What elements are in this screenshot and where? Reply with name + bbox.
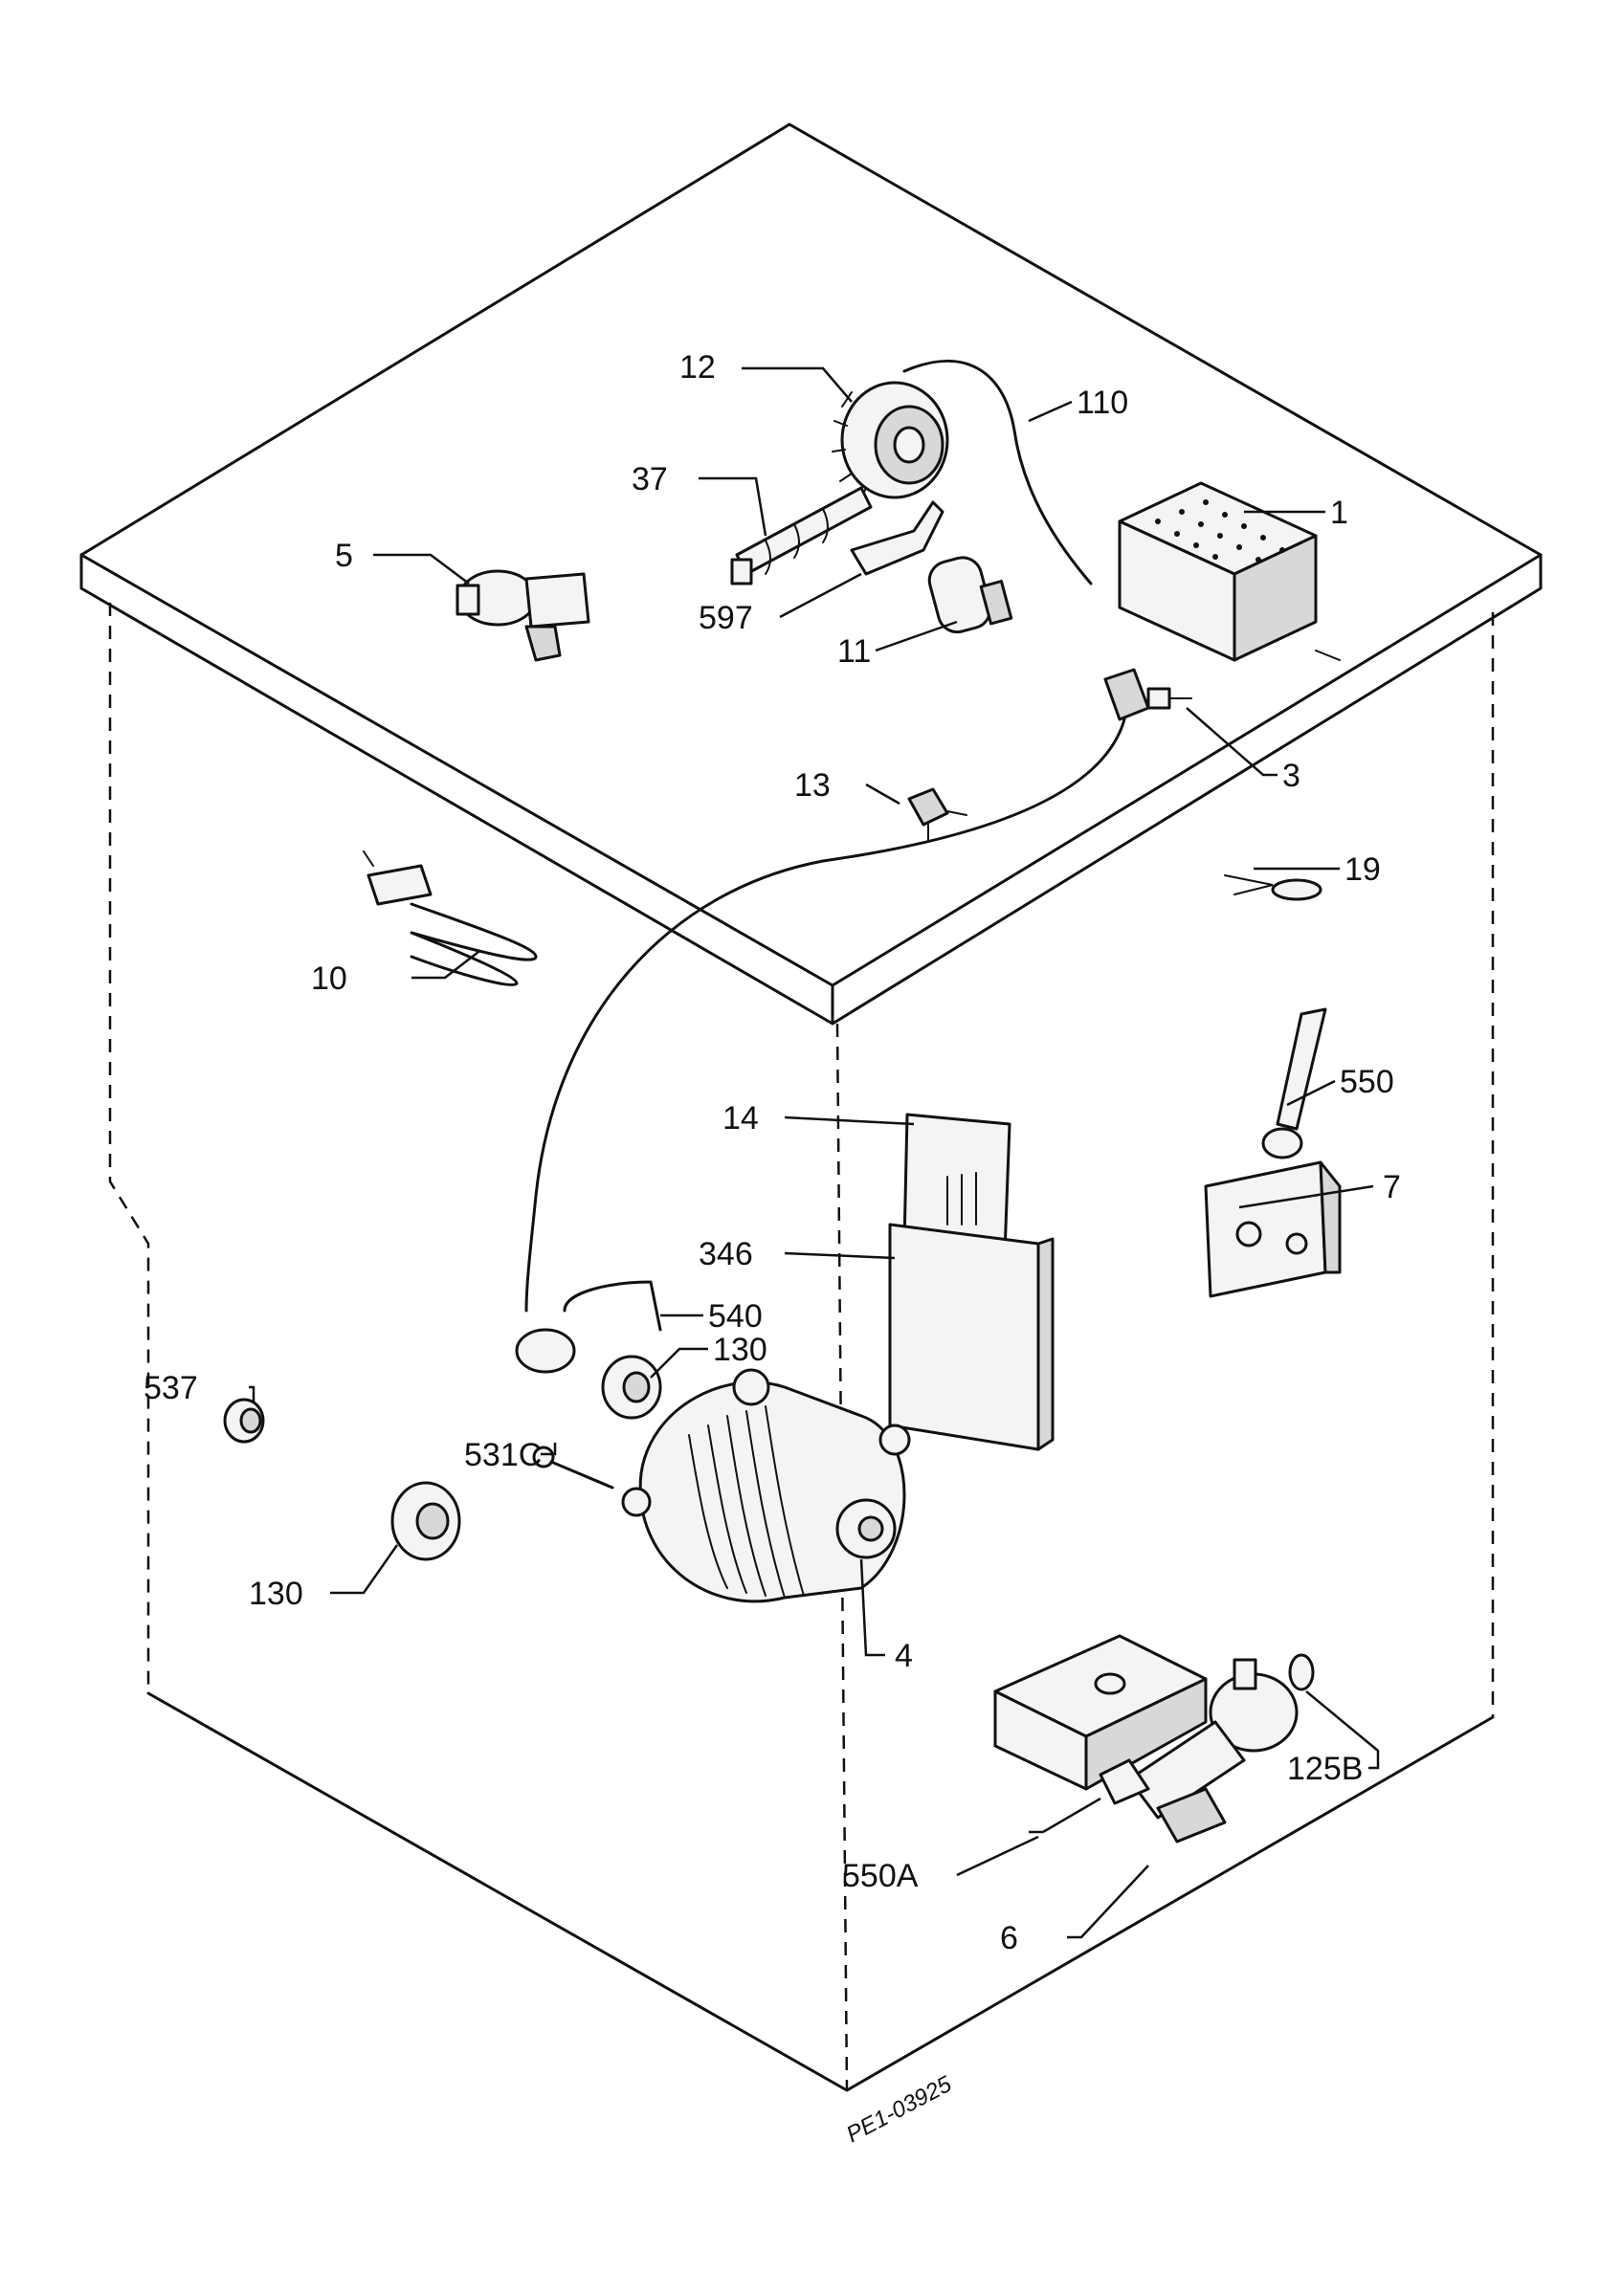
part-labels: 1 3 4 5 6 7 10 11 12 13 14 19 37 110 125… [144,349,1401,1956]
part-1-timer [1118,481,1341,662]
label-346: 346 [699,1236,753,1272]
part-19-sensor [1224,874,1322,901]
part-531c-screw [532,1446,614,1490]
part-4-motor [621,1368,911,1603]
label-550a: 550A [842,1858,919,1894]
label-130-lower: 130 [249,1576,303,1612]
label-3: 3 [1282,758,1300,794]
label-125b: 125B [1287,1751,1363,1787]
label-1: 1 [1330,495,1348,531]
label-597: 597 [699,600,753,636]
label-550: 550 [1340,1064,1394,1100]
part-540-clip [563,1280,662,1332]
part-130-lower-grommet [390,1481,461,1561]
label-4: 4 [895,1638,913,1674]
label-12: 12 [679,349,716,386]
part-3-switch [1103,668,1192,721]
cable-plug [515,1328,576,1374]
label-19: 19 [1344,851,1381,888]
part-125b-seal [1288,1653,1315,1691]
label-11: 11 [837,633,871,670]
label-14: 14 [722,1100,759,1137]
part-10-heater [363,850,538,986]
label-6: 6 [1000,1920,1018,1956]
part-6-drain-pump [1099,1658,1299,1843]
part-12-pressure-switch [832,381,949,503]
part-110-cable [902,360,1093,585]
label-7: 7 [1383,1169,1401,1205]
label-10: 10 [311,960,347,997]
label-537: 537 [144,1370,198,1406]
part-597-bracket [850,500,944,576]
leader-lines [249,366,1380,1939]
part-3-cable [524,718,1126,1313]
label-540: 540 [708,1298,763,1335]
part-550-lever [1261,1007,1327,1159]
part-11-capacitor [927,556,1013,634]
label-531c: 531C [464,1437,542,1473]
part-346-interlock-box [888,1223,1055,1451]
part-13-connector [907,787,967,843]
part-130-upper-grommet [601,1355,662,1420]
label-130-upper: 130 [713,1332,767,1368]
label-13: 13 [794,767,831,804]
cabinet-left-edge [108,603,150,1693]
cabinet-top-face [79,122,1543,987]
label-5: 5 [335,538,353,574]
cabinet [79,122,1543,2092]
part-37-terminal-block [730,486,873,585]
part-537-plug [223,1398,265,1444]
part-5-inlet-valve [455,569,590,662]
label-110: 110 [1077,385,1128,421]
part-7-door-lock [1204,1160,1342,1298]
part-550a-block [993,1634,1208,1791]
label-37: 37 [632,461,668,497]
